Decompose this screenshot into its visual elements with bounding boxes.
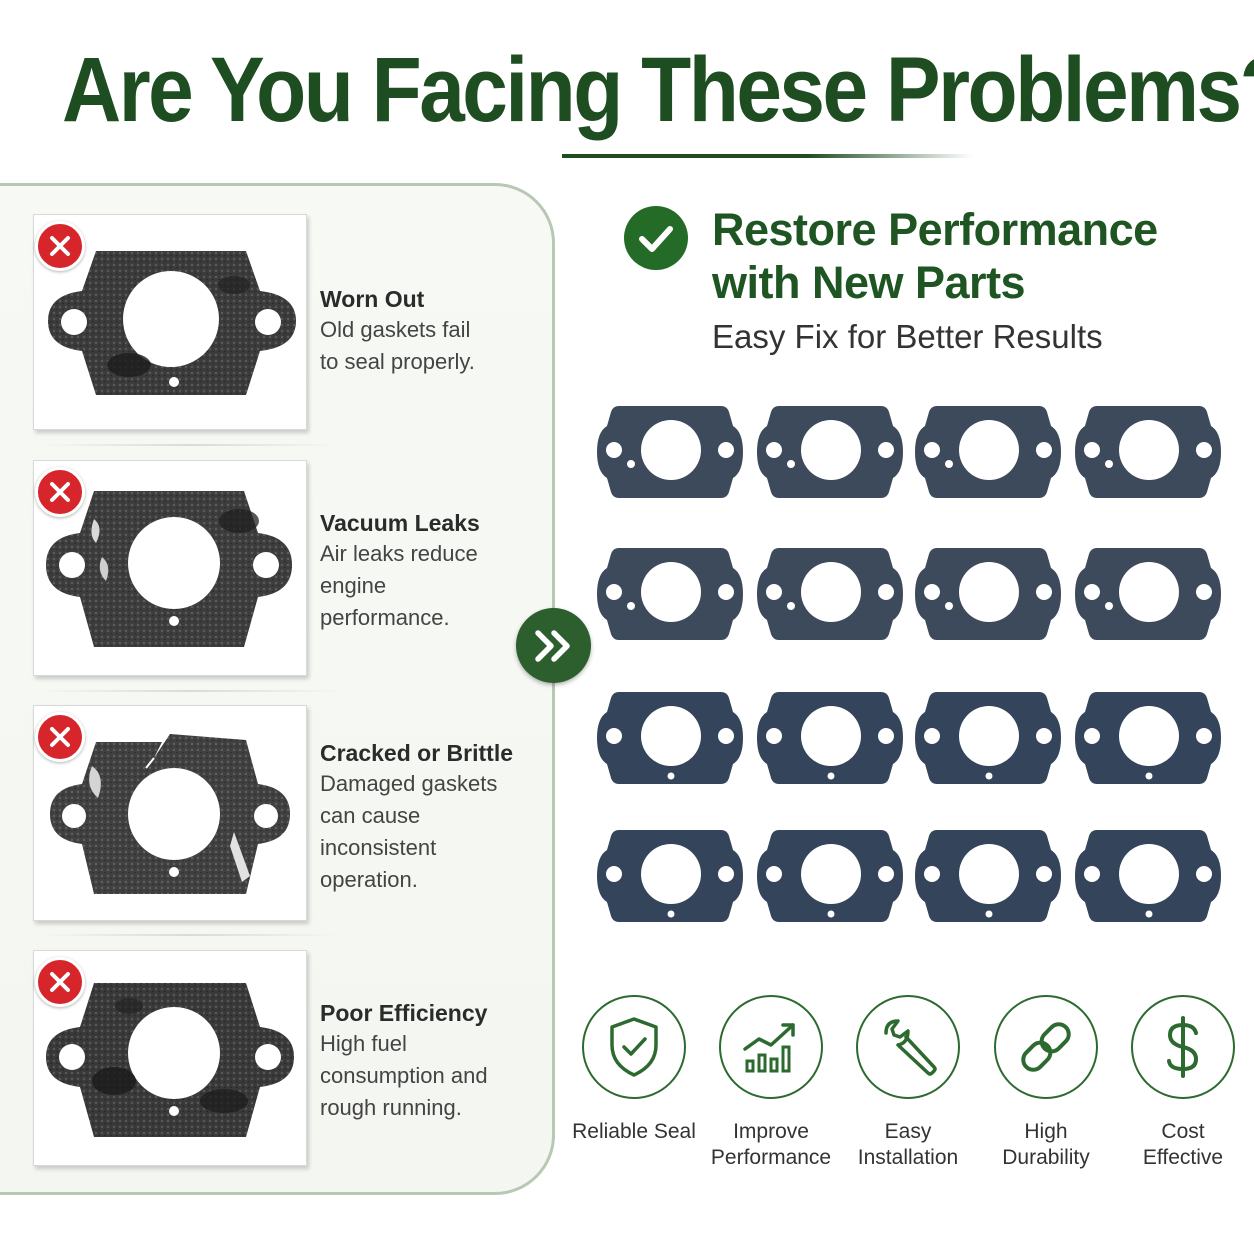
new-gasket (1075, 406, 1221, 498)
new-gasket (597, 406, 743, 498)
headline-underline (562, 154, 972, 158)
solution-subtitle: Easy Fix for Better Results (712, 318, 1103, 355)
x-icon (35, 957, 85, 1007)
new-gasket (1075, 692, 1221, 784)
problem-desc-line: performance. (320, 605, 450, 630)
new-gasket (1075, 830, 1221, 922)
problem-card-poor-efficiency: Poor Efficiency High fuel consumption an… (0, 950, 560, 1170)
benefit-label-line: Reliable Seal (572, 1120, 696, 1143)
benefit-easy-installation: Easy Installation (838, 995, 978, 1171)
x-icon (35, 221, 85, 271)
benefit-high-durability: High Durability (976, 995, 1116, 1171)
benefit-label-line: Easy (884, 1120, 932, 1143)
new-gasket (915, 830, 1061, 922)
solution-title-line: with New Parts (712, 257, 1026, 308)
problem-card-worn-out: Worn Out Old gaskets fail to seal proper… (0, 214, 560, 434)
benefit-label-line: High (1024, 1120, 1068, 1143)
problem-desc-line: Air leaks reduce (320, 541, 478, 566)
benefit-reliable-seal: Reliable Seal (564, 995, 704, 1145)
benefit-label-line: Effective (1142, 1146, 1224, 1169)
new-gasket (757, 692, 903, 784)
solution-title-line: Restore Performance (712, 204, 1158, 255)
new-gasket (915, 548, 1061, 640)
new-gasket (1075, 548, 1221, 640)
shield-check-icon (582, 995, 686, 1099)
problem-title: Vacuum Leaks (320, 510, 480, 536)
new-gasket (757, 406, 903, 498)
growth-chart-icon (719, 995, 823, 1099)
burnt-gasket-image (46, 983, 294, 1137)
problem-card-cracked-brittle: Cracked or Brittle Damaged gaskets can c… (0, 705, 560, 925)
new-gasket (757, 830, 903, 922)
benefit-cost-effective: Cost Effective (1113, 995, 1253, 1171)
leaking-gasket-image (46, 491, 292, 647)
chain-link-icon (994, 995, 1098, 1099)
new-gasket (757, 548, 903, 640)
new-gasket (597, 692, 743, 784)
benefit-label-line: Installation (857, 1146, 959, 1169)
problem-desc-line: rough running. (320, 1095, 462, 1120)
x-icon (35, 467, 85, 517)
card-divider (40, 444, 340, 446)
check-icon (623, 205, 689, 271)
new-gasket-grid (595, 400, 1235, 930)
card-divider (40, 934, 340, 936)
problem-desc-line: engine (320, 573, 387, 598)
worn-gasket-photo (33, 214, 307, 430)
new-gasket (915, 406, 1061, 498)
worn-gasket-image (48, 251, 296, 395)
problem-desc-line: operation. (320, 867, 418, 892)
card-divider (40, 690, 340, 692)
wrench-icon (856, 995, 960, 1099)
new-gasket (597, 830, 743, 922)
problem-card-vacuum-leaks: Vacuum Leaks Air leaks reduce engine per… (0, 460, 560, 680)
x-icon (35, 712, 85, 762)
problem-desc-line: to seal properly. (320, 349, 475, 374)
double-chevron-right-icon (516, 608, 591, 683)
benefit-improve-performance: Improve Performance (701, 995, 841, 1171)
problem-desc-line: High fuel (320, 1031, 407, 1056)
benefit-label-line: Durability (1002, 1146, 1090, 1169)
problem-desc-line: inconsistent (320, 835, 437, 860)
problem-desc-line: consumption and (320, 1063, 488, 1088)
page-headline: Are You Facing These Problems? (62, 39, 1254, 142)
new-gasket (915, 692, 1061, 784)
problem-desc-line: Old gaskets fail (320, 317, 471, 342)
new-gasket (597, 548, 743, 640)
benefit-label-line: Improve (733, 1120, 809, 1143)
benefit-label-line: Cost (1161, 1120, 1205, 1143)
benefit-label-line: Performance (710, 1146, 832, 1169)
cracked-gasket-image (50, 734, 290, 894)
problem-title: Cracked or Brittle (320, 740, 514, 766)
problem-title: Worn Out (320, 286, 425, 312)
problem-desc-line: Damaged gaskets (320, 771, 498, 796)
problem-title: Poor Efficiency (320, 1000, 488, 1026)
problem-desc-line: can cause (320, 803, 421, 828)
solution-title: Restore Performance with New Parts (712, 203, 1232, 309)
dollar-icon (1131, 995, 1235, 1099)
